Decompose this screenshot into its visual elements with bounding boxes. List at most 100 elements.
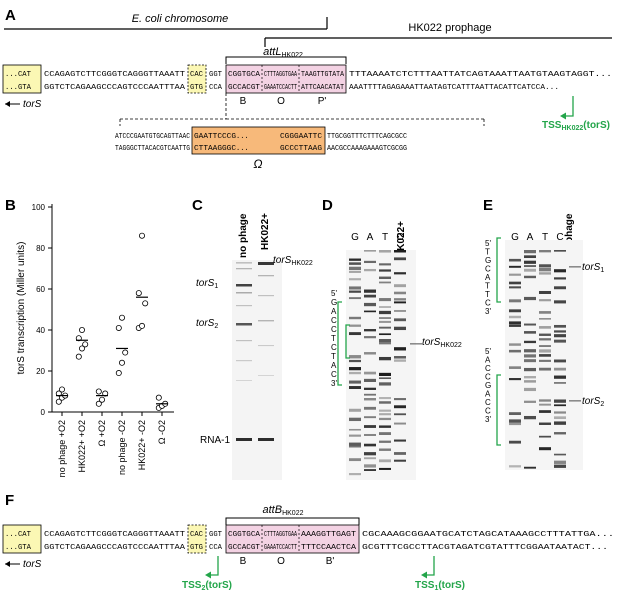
gel-band bbox=[509, 273, 521, 276]
site-o-label: O bbox=[277, 96, 285, 107]
gel-band bbox=[349, 297, 361, 300]
y-tick-label: 80 bbox=[36, 244, 45, 253]
gel-band bbox=[524, 331, 536, 334]
gel-band bbox=[349, 278, 361, 281]
data-point bbox=[155, 394, 162, 401]
gel-band bbox=[379, 333, 391, 336]
omega-top-left: ATCCCGAATGTGCAGTTAAC bbox=[115, 133, 190, 141]
gel-band bbox=[349, 359, 361, 363]
gel-band bbox=[509, 299, 521, 303]
gel-band bbox=[379, 338, 391, 343]
gel-lane-label: T bbox=[382, 232, 388, 243]
f-seq-bottom-pink1: GCCACGT bbox=[228, 544, 261, 552]
gel-band bbox=[364, 302, 376, 307]
gel-band bbox=[554, 432, 566, 435]
gel-band bbox=[394, 284, 406, 288]
gel-e-bands bbox=[509, 250, 581, 469]
gel-band bbox=[539, 290, 551, 294]
f-seq-bottom-pink2: GAAATCCACTT bbox=[264, 544, 297, 552]
panel-f-letter: F bbox=[5, 492, 14, 509]
gel-band bbox=[394, 257, 406, 261]
gel-band bbox=[379, 432, 391, 436]
tss-hk022-arrowhead-icon bbox=[560, 112, 566, 120]
gel-band bbox=[509, 422, 521, 426]
data-point bbox=[82, 341, 89, 348]
gel-band bbox=[379, 342, 391, 345]
read-base: A bbox=[485, 390, 491, 399]
gel-band bbox=[379, 306, 391, 308]
data-point bbox=[135, 290, 142, 297]
gel-band bbox=[364, 443, 376, 447]
attl-core-box bbox=[225, 64, 347, 94]
tss1-label: TSS1(torS) bbox=[415, 580, 465, 592]
gel-band bbox=[554, 330, 566, 333]
gel-band bbox=[554, 367, 566, 371]
read-base: C bbox=[485, 407, 491, 416]
read-base: A bbox=[485, 356, 491, 365]
gel-band bbox=[539, 333, 551, 336]
gel-band bbox=[364, 310, 376, 313]
gel-band bbox=[554, 250, 566, 252]
gel-band bbox=[379, 377, 391, 380]
f-seq-top-tail: CGCAAAGCGGAATGCATCTAGCATAAAGCCTTTATTGA..… bbox=[362, 531, 614, 539]
gel-band bbox=[524, 349, 536, 353]
gel-band bbox=[394, 291, 406, 295]
gel-band bbox=[539, 367, 551, 371]
gel-band bbox=[364, 352, 376, 355]
gel-band bbox=[524, 255, 536, 259]
gel-band bbox=[539, 326, 551, 329]
gel-band bbox=[554, 359, 566, 363]
gel-band bbox=[524, 354, 536, 358]
gel-band bbox=[379, 382, 391, 386]
tss-hk022-arrow bbox=[564, 96, 574, 117]
panel-f: F attBHK022 ...CAT CCAGAGTCTTCGGGTCAGGGT… bbox=[2, 492, 614, 592]
gel-band bbox=[349, 286, 361, 290]
gel-band bbox=[379, 448, 391, 451]
gel-band bbox=[394, 452, 406, 455]
read-base: C bbox=[485, 265, 491, 274]
gel-band bbox=[539, 264, 551, 268]
gel-band bbox=[379, 356, 391, 361]
gel-e-read2-bracket bbox=[496, 374, 501, 446]
read-base: A bbox=[485, 273, 491, 282]
gel-band bbox=[554, 269, 566, 273]
gel-band bbox=[539, 403, 551, 406]
gel-band bbox=[554, 339, 566, 343]
omega-label: Ω bbox=[253, 157, 262, 171]
band-tors-hk022-label: torSHK022 bbox=[273, 255, 313, 267]
gel-band bbox=[554, 334, 566, 338]
gel-band bbox=[509, 258, 521, 262]
gel-band bbox=[394, 326, 406, 331]
gel-band bbox=[379, 413, 391, 416]
gel-band bbox=[349, 324, 361, 327]
omega-top-ellipsis: ... bbox=[236, 133, 249, 141]
gel-band bbox=[569, 400, 581, 402]
yellow-codon-box bbox=[187, 64, 207, 94]
gel-band bbox=[509, 440, 521, 444]
gel-band bbox=[236, 380, 252, 381]
omega-bottom-right: AACGCCAAAGAAAGTCGCGG bbox=[327, 145, 407, 153]
gel-band bbox=[349, 428, 361, 431]
seq-bottom-1: GGTCTCAGAAGCCCAGTCCCAATTTAA bbox=[44, 84, 186, 92]
tss-hk022-label: TSSHK022(torS) bbox=[542, 120, 610, 132]
tss2-label: TSS2(torS) bbox=[182, 580, 232, 592]
gel-band bbox=[364, 406, 376, 410]
gel-band bbox=[364, 260, 376, 264]
gel-band bbox=[394, 398, 406, 401]
seq-bottom-pink2: GAAATCCACTT bbox=[264, 84, 297, 92]
gel-band bbox=[349, 434, 361, 437]
gel-band bbox=[524, 376, 536, 379]
gel-band bbox=[554, 286, 566, 290]
gel-band bbox=[524, 367, 536, 372]
read-base: 3' bbox=[331, 379, 337, 388]
gel-band bbox=[236, 284, 252, 287]
data-point bbox=[79, 345, 86, 352]
gel-band bbox=[509, 265, 521, 268]
gel-band bbox=[379, 409, 391, 412]
gel-band bbox=[379, 372, 391, 376]
read-base: C bbox=[485, 364, 491, 373]
omega-top-right: TTGCGGTTTCTTTCAGCGCC bbox=[327, 133, 407, 141]
